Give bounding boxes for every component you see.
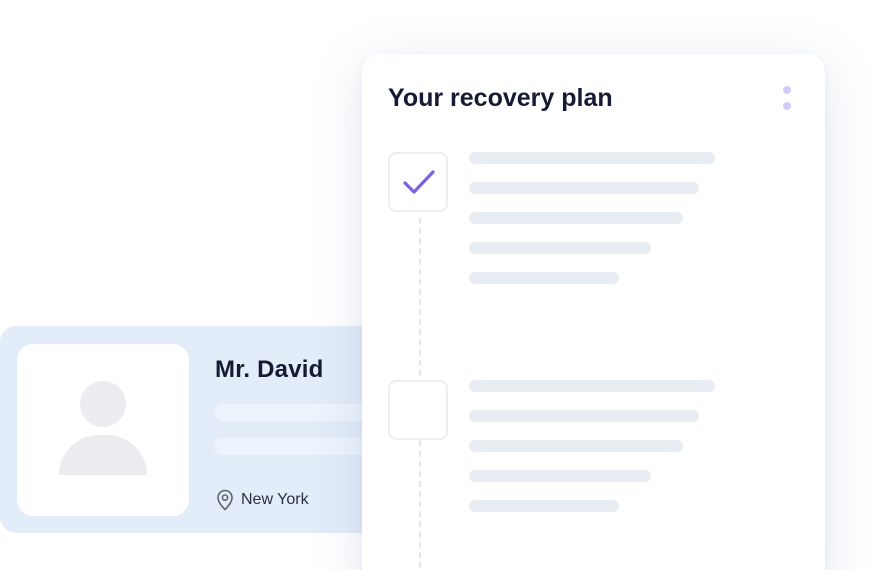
avatar-placeholder-body xyxy=(59,435,147,475)
step-2-placeholder-line xyxy=(469,380,715,392)
more-vertical-icon[interactable] xyxy=(780,84,794,114)
plan-title: Your recovery plan xyxy=(388,84,613,112)
step-1-placeholder-line xyxy=(469,272,619,284)
step-1-placeholder-line xyxy=(469,242,651,254)
location-text: New York xyxy=(241,491,309,508)
profile-location: New York xyxy=(216,489,309,511)
step-2-placeholder-line xyxy=(469,410,699,422)
menu-dot xyxy=(783,102,791,110)
step-1-placeholder-line xyxy=(469,182,699,194)
recovery-plan-card: Your recovery plan xyxy=(362,54,825,570)
step-checkbox-2[interactable] xyxy=(388,380,448,440)
step-1-placeholder-line xyxy=(469,212,683,224)
avatar xyxy=(17,344,189,516)
menu-dot xyxy=(783,86,791,94)
step-1-placeholder-line xyxy=(469,152,715,164)
step-checkbox-1[interactable] xyxy=(388,152,448,212)
profile-name: Mr. David xyxy=(215,356,324,383)
avatar-placeholder-icon xyxy=(80,381,126,427)
step-2-placeholder-line xyxy=(469,500,619,512)
checkmark-icon xyxy=(403,170,435,194)
location-pin-icon xyxy=(217,489,233,511)
step-2-placeholder-line xyxy=(469,440,683,452)
step-2-placeholder-line xyxy=(469,470,651,482)
